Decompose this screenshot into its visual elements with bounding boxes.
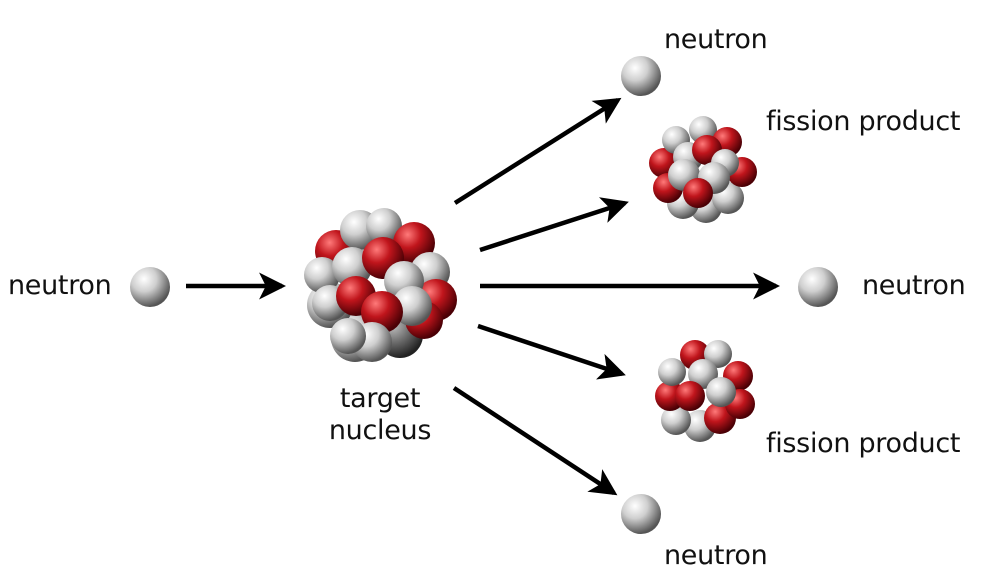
top-neutron-sphere [621,56,661,96]
arrow-to-top-neutron [453,97,622,205]
right-neutron-label: neutron [862,270,966,301]
top-neutron-label: neutron [664,24,768,55]
bottom-neutron-sphere [621,494,661,534]
target-nucleus-label: target nucleus [300,383,460,447]
right-neutron-sphere [798,267,838,307]
arrows [186,97,781,496]
fission-product-bottom-cluster [655,340,755,442]
fission-product-top-cluster [649,116,757,223]
incoming-neutron-label: neutron [8,270,112,301]
arrow-to-bottom-fission-product [477,323,626,380]
target-label-line1: target [339,383,421,414]
arrow-to-bottom-neutron [452,386,618,496]
fission-product-top-label: fission product [766,106,961,137]
bottom-neutron-label: neutron [664,540,768,571]
target-label-line2: nucleus [328,415,432,446]
incoming-neutron-sphere [130,267,170,307]
target-nucleus [304,208,457,362]
fission-product-bottom-label: fission product [766,428,961,459]
arrow-to-top-fission-product [479,197,629,253]
